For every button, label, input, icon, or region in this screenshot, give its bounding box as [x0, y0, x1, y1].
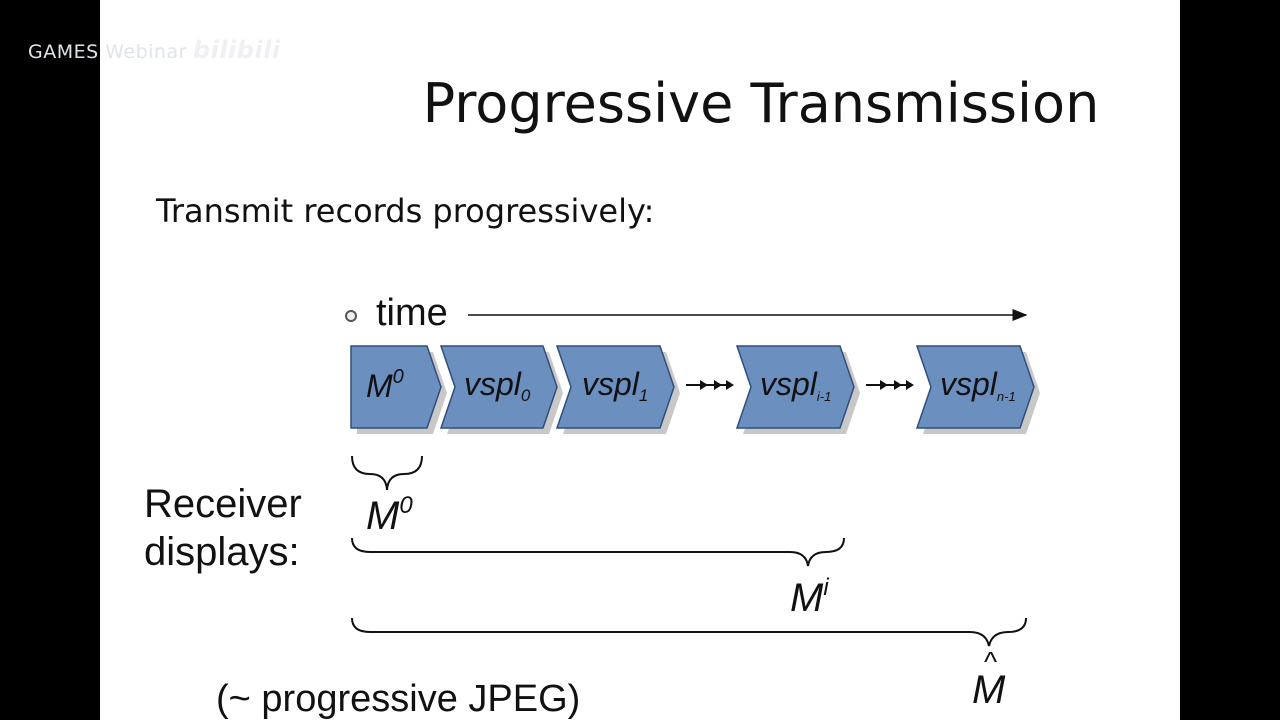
- brace-mi: [351, 537, 845, 567]
- brace-m0: [351, 455, 423, 491]
- time-label: time: [376, 292, 448, 334]
- mhat-label: ^M: [972, 646, 1006, 712]
- chevron-vspl-i-1: [735, 345, 855, 429]
- slide-subtitle: Transmit records progressively:: [156, 192, 655, 230]
- mi-label: Mi: [790, 574, 829, 620]
- chevron-vspl-n-1: [915, 345, 1035, 429]
- chevron-vspl0: [439, 345, 558, 429]
- brace-mhat: [351, 617, 1027, 647]
- cursor-dot: [345, 310, 357, 322]
- slide-title: Progressive Transmission: [422, 72, 1100, 135]
- slide: Progressive Transmission Transmit record…: [100, 0, 1180, 720]
- jpeg-note: (~ progressive JPEG): [216, 678, 581, 720]
- gap-arrows-2: [866, 380, 914, 390]
- record-label-4: vspln-1: [940, 366, 1016, 404]
- m0-label: M0: [366, 492, 413, 538]
- record-label-1: vspl0: [464, 366, 531, 405]
- record-label-2: vspl1: [582, 366, 649, 405]
- chevron-vspl1: [555, 345, 675, 429]
- watermark-text: GAMES Webinar: [28, 41, 187, 63]
- gap-arrows-1: [686, 380, 734, 390]
- receiver-label: Receiver displays:: [144, 482, 302, 574]
- bilibili-logo: bilibili: [192, 36, 281, 64]
- transmission-diagram: [350, 309, 1040, 647]
- chevron-m0: [350, 345, 442, 429]
- record-label-3: vspli-1: [760, 366, 832, 404]
- record-label-0: M0: [366, 366, 404, 404]
